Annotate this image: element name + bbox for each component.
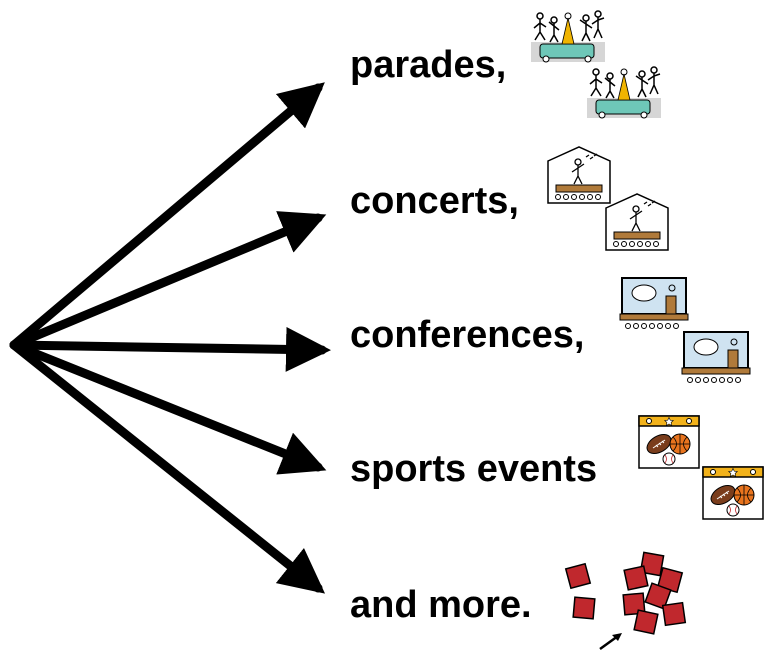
arrow-to-sports-events [9, 340, 327, 475]
concert-icon [605, 193, 669, 251]
label-and-more: and more. [350, 584, 532, 626]
label-parades: parades, [350, 44, 507, 86]
arrow-to-parades [9, 82, 325, 350]
concert-icon [547, 146, 611, 204]
parade-icon [531, 10, 605, 63]
arrow-to-concerts [9, 211, 327, 350]
label-concerts: concerts, [350, 180, 519, 222]
parade-icon [587, 66, 661, 119]
arrow-to-conferences [9, 326, 331, 372]
conference-icon [681, 331, 751, 383]
arrow-to-and-more [9, 340, 326, 594]
sports-ball-icon [702, 466, 764, 520]
more-blocks-icon [564, 551, 687, 650]
label-sports-events: sports events [350, 448, 598, 490]
sports-ball-icon [638, 415, 700, 469]
conference-icon [619, 277, 689, 329]
label-conferences: conferences, [350, 314, 585, 356]
